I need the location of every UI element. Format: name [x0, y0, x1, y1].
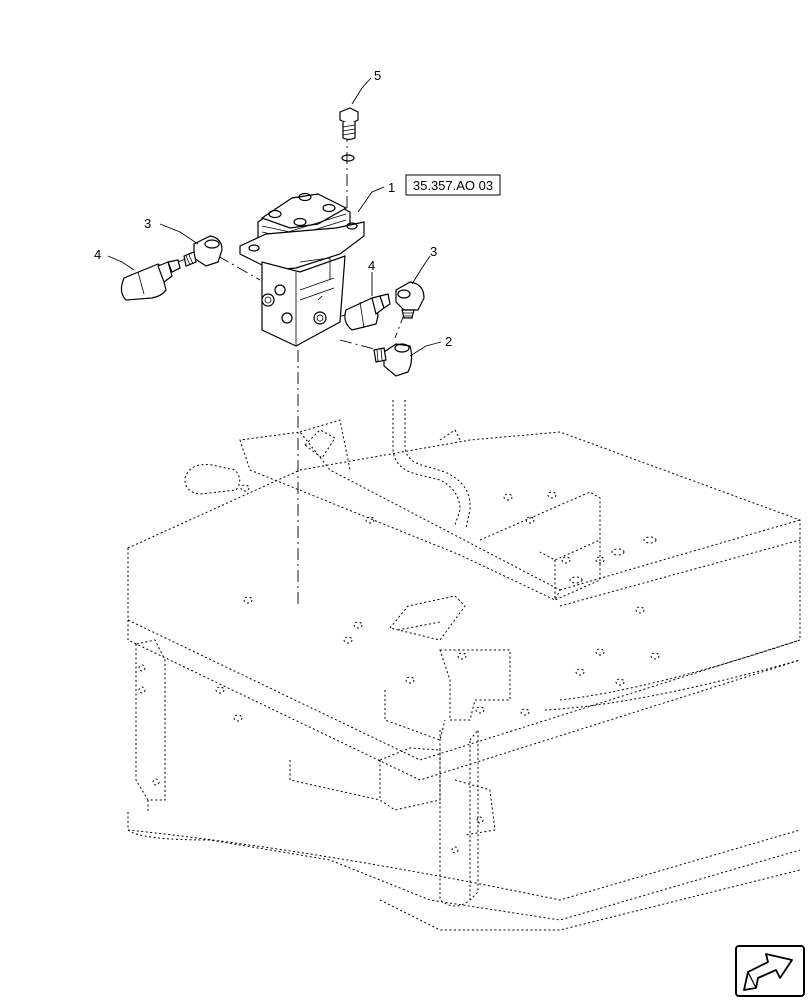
callout-3b[interactable]: 3 — [430, 244, 437, 259]
forward-arrow-icon[interactable] — [735, 945, 805, 997]
elbow-fitting-part-3-left[interactable] — [183, 235, 223, 267]
callout-2[interactable]: 2 — [445, 334, 452, 349]
frame-holes — [138, 484, 660, 854]
valve-body-part-1[interactable] — [239, 192, 365, 347]
callout-1[interactable]: 1 — [388, 180, 395, 195]
sensor-part-4-left[interactable] — [120, 259, 181, 301]
bolt-part-5[interactable] — [339, 107, 359, 162]
callout-3a[interactable]: 3 — [144, 216, 151, 231]
callout-4a[interactable]: 4 — [94, 247, 101, 262]
callout-labels: 5 1 3 4 4 3 2 — [94, 68, 452, 349]
elbow-fitting-part-2[interactable] — [373, 343, 413, 377]
callout-4b[interactable]: 4 — [368, 258, 375, 273]
chassis-frame — [127, 400, 801, 931]
callout-5[interactable]: 5 — [374, 68, 381, 83]
elbow-fitting-part-3-right[interactable] — [395, 281, 425, 319]
reference-box[interactable]: 35.357.AO 03 — [405, 174, 501, 196]
sensor-part-4-right[interactable] — [344, 293, 391, 331]
callout-leaders — [107, 77, 442, 357]
reference-box-label: 35.357.AO 03 — [413, 178, 493, 193]
